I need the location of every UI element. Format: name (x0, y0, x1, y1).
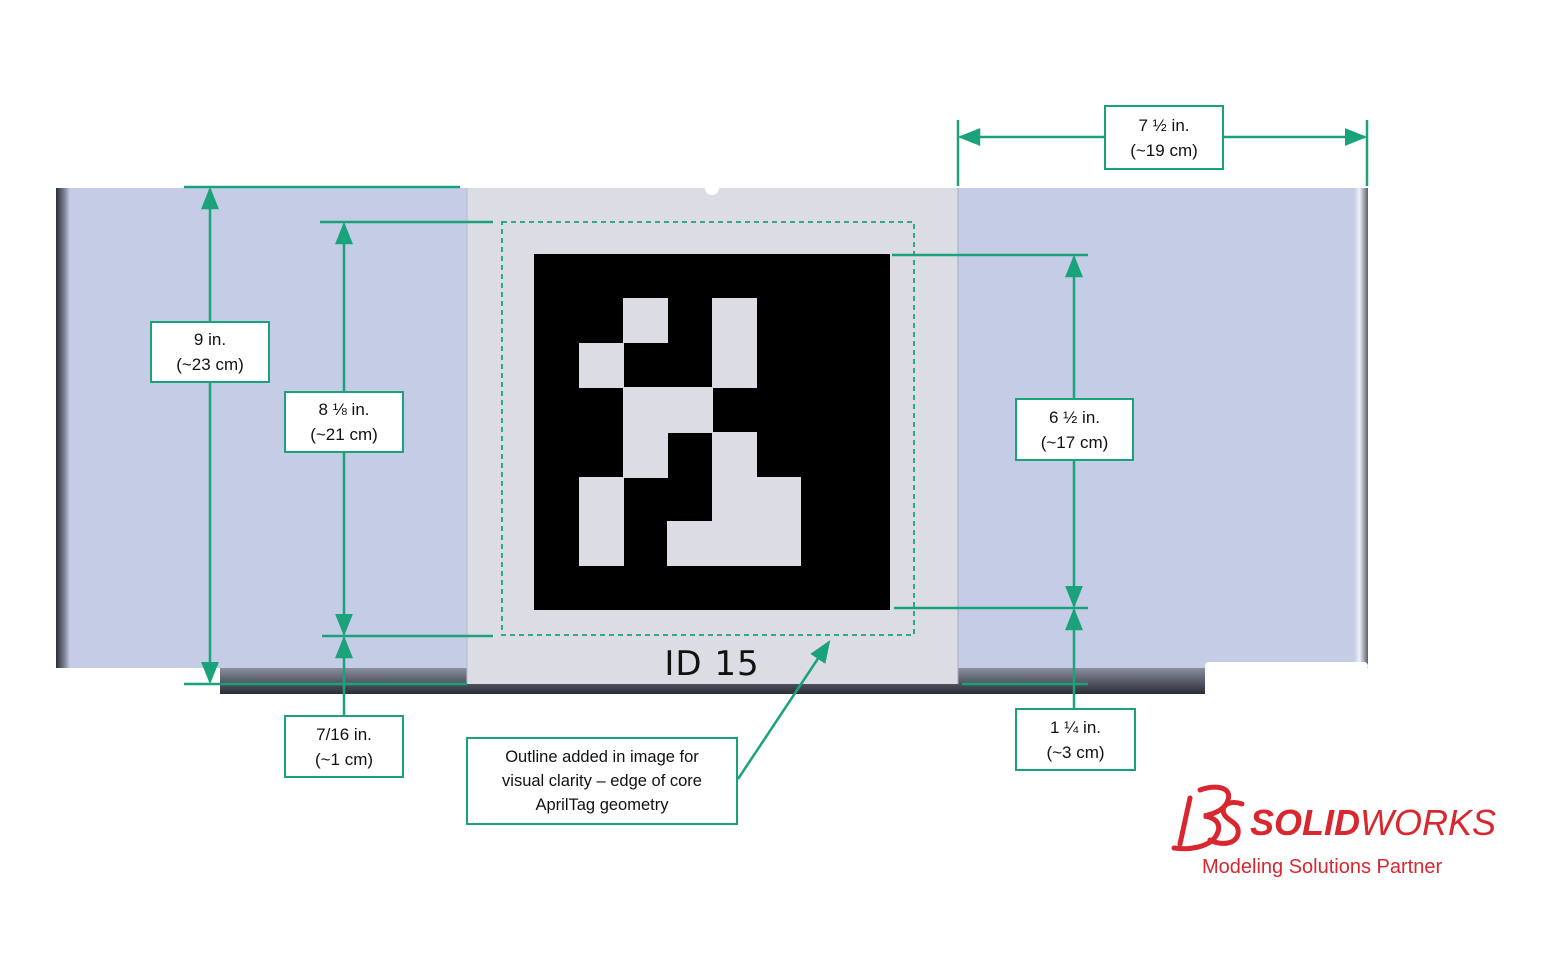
apriltag-cells (579, 298, 801, 566)
core-geometry-outline (501, 221, 915, 636)
dimension-label-6-5in: 6 ½ in. (~17 cm) (1015, 398, 1134, 461)
dimension-value-metric: (~19 cm) (1130, 140, 1198, 160)
dimension-label-9in: 9 in. (~23 cm) (150, 321, 270, 383)
callout-line: Outline added in image for (505, 748, 699, 766)
dimension-value-metric: (~3 cm) (1046, 742, 1105, 762)
dimension-value-metric: (~17 cm) (1040, 432, 1109, 452)
left-panel (58, 188, 468, 668)
dimension-label-7-16in: 7/16 in. (~1 cm) (284, 715, 404, 778)
tag-cell (712, 477, 801, 566)
dimension-lines (184, 120, 1369, 780)
dimension-value: 8 ⅛ in. (318, 400, 370, 419)
dimension-value: 1 ¼ in. (1049, 717, 1102, 737)
dimension-value: 7/16 in. (316, 724, 372, 744)
callout-line: AprilTag geometry (535, 796, 669, 814)
logo-wordmark-light: WORKS (1360, 802, 1497, 843)
logo-wordmark: SOLIDWORKS (1250, 802, 1496, 844)
bottom-cutout-right (1205, 668, 1375, 698)
dimension-label-7-5in: 7 ½ in. (~19 cm) (1104, 105, 1224, 170)
left-panel-edge (56, 188, 70, 668)
tag-cell (712, 432, 757, 478)
tag-cell (712, 298, 757, 388)
logo-wordmark-bold: SOLID (1250, 802, 1361, 843)
tag-id-label: ID 15 (664, 644, 760, 684)
dimension-value-metric: (~21 cm) (310, 425, 378, 444)
tag-cell (579, 477, 624, 566)
dimension-label-1-25in: 1 ¼ in. (~3 cm) (1015, 708, 1136, 771)
right-panel-edge (1354, 188, 1368, 668)
tag-cell (579, 343, 624, 388)
tag-cell (623, 298, 668, 343)
dimension-value: 9 in. (193, 330, 227, 349)
tag-cell (623, 432, 668, 478)
dimension-value-metric: (~1 cm) (314, 749, 374, 769)
tag-panel-notch (705, 181, 719, 195)
tag-cell (623, 387, 713, 433)
outline-callout: Outline added in image for visual clarit… (466, 737, 738, 825)
apriltag (501, 221, 915, 636)
logo-subtitle: Modeling Solutions Partner (1202, 856, 1443, 878)
solidworks-logo: SOLIDWORKS Modeling Solutions Partner (1170, 780, 1500, 890)
dimension-value: 6 ½ in. (1048, 407, 1101, 427)
tag-cell (667, 521, 713, 566)
dimension-value: 7 ½ in. (1138, 115, 1190, 135)
dimension-value-metric: (~23 cm) (176, 355, 244, 374)
bottom-cutout-right-corner (1205, 662, 1368, 670)
dimension-label-8in: 8 ⅛ in. (~21 cm) (284, 391, 404, 453)
callout-leader (736, 640, 831, 780)
callout-line: visual clarity – edge of core (502, 772, 702, 790)
ds-logo-icon (1171, 784, 1245, 852)
